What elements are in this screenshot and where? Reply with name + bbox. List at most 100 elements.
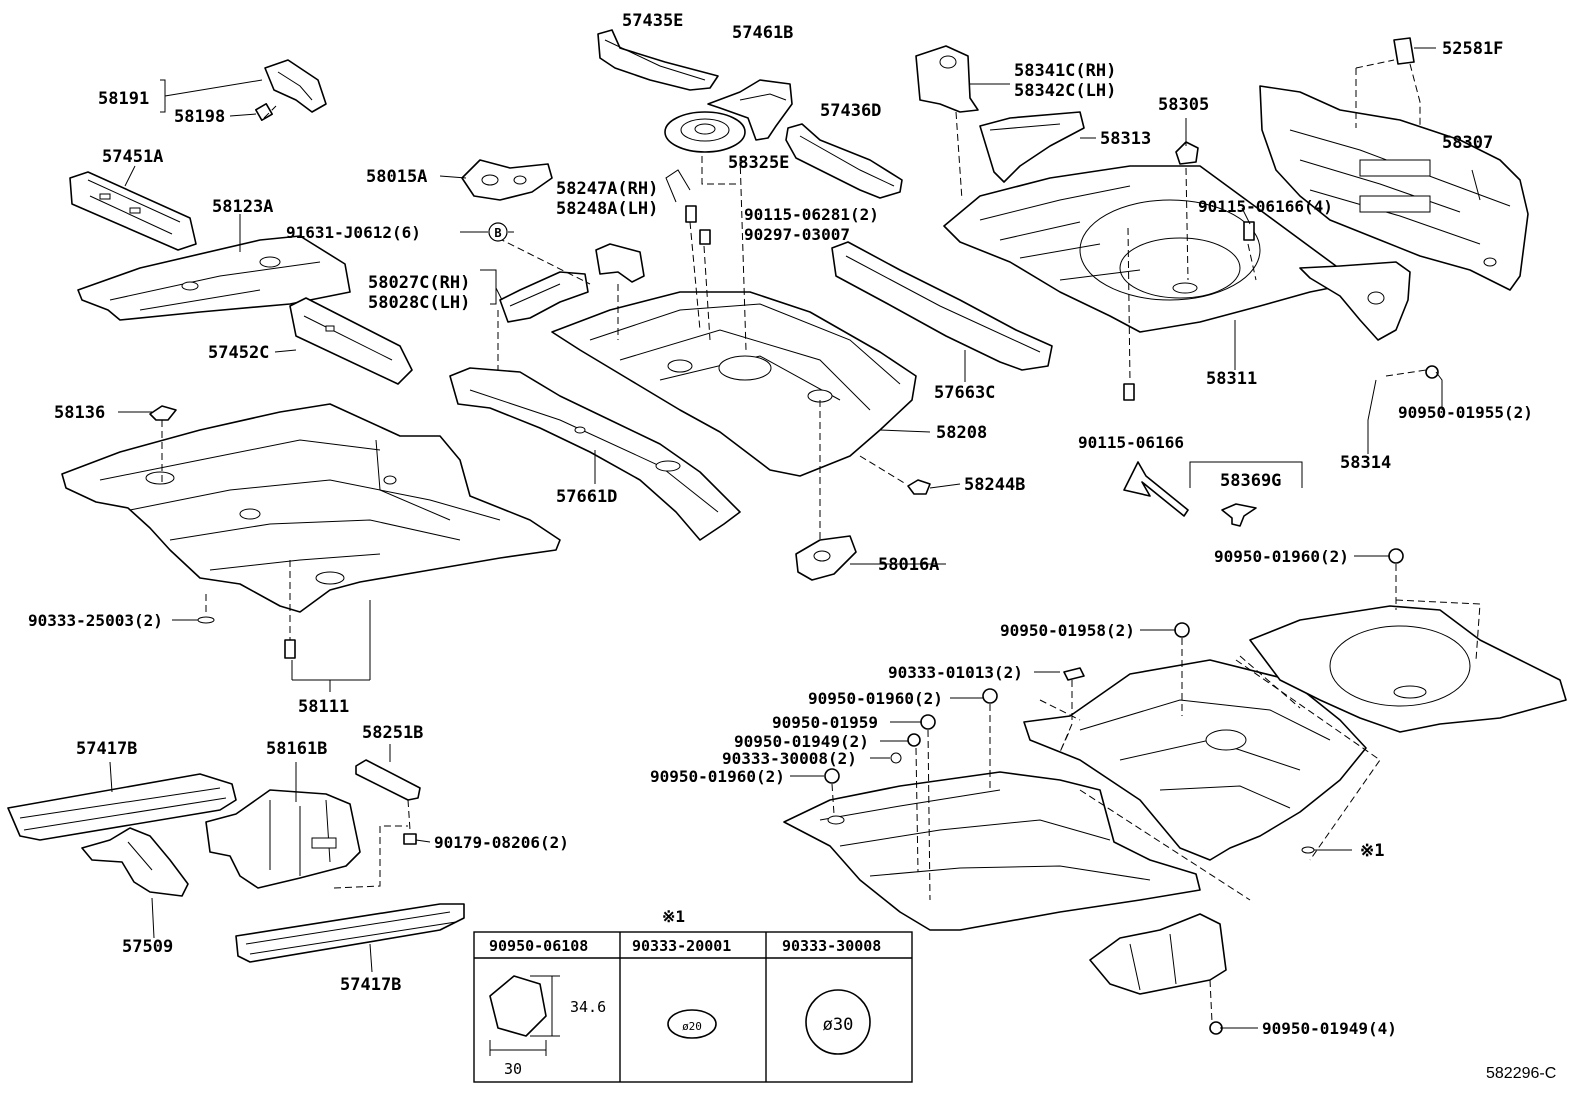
part-58191-shape [264, 59, 327, 113]
part-plug-note1-shape [1301, 846, 1315, 854]
part-58247A-shape [595, 243, 645, 283]
part-57451A-shape [69, 171, 197, 251]
part-lower-right-bracket-shape [1089, 913, 1227, 995]
direction-arrow [1123, 461, 1189, 517]
label-58015A: 58015A [366, 167, 427, 187]
label-57661D: 57661D [556, 487, 617, 507]
part-plug-30008-shape [890, 752, 902, 764]
part-58341C-shape [915, 45, 979, 113]
part-58027C-shape [499, 271, 589, 323]
label-57417B-top: 57417B [76, 739, 137, 759]
label-note1: ※1 [1360, 841, 1384, 861]
part-58313-shape [979, 111, 1085, 183]
part-58325E-shape [664, 111, 746, 153]
part-58123A-shape [77, 235, 351, 321]
spec-col-2: 90333-20001 [632, 937, 731, 955]
label-90333-25003: 90333-25003(2) [28, 611, 163, 630]
part-assembly-front-floor-shape [783, 771, 1201, 931]
marker-b: B [488, 222, 508, 242]
label-58028C: 58028C(LH) [368, 293, 470, 313]
leader-lines [109, 47, 1481, 1029]
label-90333-01013: 90333-01013(2) [888, 663, 1023, 682]
part-57417B-bot-shape [235, 903, 465, 963]
part-52581F-shape [1393, 37, 1415, 65]
spec-table-mark: ※1 [662, 907, 685, 926]
part-90297-shape [699, 229, 711, 245]
label-58123A: 58123A [212, 197, 273, 217]
part-58314-shape [1299, 261, 1411, 341]
label-90950-01949-2: 90950-01949(2) [734, 732, 869, 751]
spec-col-3: 90333-30008 [782, 937, 881, 955]
part-57509-shape [81, 827, 189, 897]
part-58311-shape [943, 165, 1341, 333]
diagram-id: 582296-C [1486, 1065, 1556, 1082]
part-plug-01960-mid-shape [982, 688, 998, 704]
part-plug-01960-top-shape [1388, 548, 1404, 564]
part-plug-01949-shape [907, 733, 921, 747]
label-58136: 58136 [54, 403, 105, 423]
label-58111: 58111 [298, 697, 349, 717]
part-58136-shape [149, 405, 177, 421]
label-58161B: 58161B [266, 739, 327, 759]
spec-col-1: 90950-06108 [489, 937, 588, 955]
part-90115-06281-shape [685, 205, 697, 223]
label-90950-01955: 90950-01955(2) [1398, 403, 1533, 422]
part-90115-06166-shape [1123, 383, 1135, 401]
label-58251B: 58251B [362, 723, 423, 743]
label-90179-08206: 90179-08206(2) [434, 833, 569, 852]
part-assembly-rear-floor-shape [1249, 605, 1567, 733]
label-58311: 58311 [1206, 369, 1257, 389]
label-58244B: 58244B [964, 475, 1025, 495]
part-90179-shape [403, 833, 417, 845]
label-57435E: 57435E [622, 11, 683, 31]
part-58307-shape [1259, 85, 1529, 291]
spec-dia-small: ø20 [682, 1020, 702, 1033]
label-90950-01959: 90950-01959 [772, 713, 878, 732]
part-58198-shape [255, 103, 273, 121]
label-58325E: 58325E [728, 153, 789, 173]
label-57417B-bot: 57417B [340, 975, 401, 995]
spec-dim-width: 30 [504, 1060, 522, 1078]
label-90115-06166: 90115-06166 [1078, 433, 1184, 452]
part-plug-01960-low-shape [824, 768, 840, 784]
part-58305-shape [1175, 141, 1199, 165]
label-58248A: 58248A(LH) [556, 199, 658, 219]
label-58305: 58305 [1158, 95, 1209, 115]
label-57663C: 57663C [934, 383, 995, 403]
label-58198: 58198 [174, 107, 225, 127]
label-90950-01960-mid: 90950-01960(2) [808, 689, 943, 708]
label-91631-J0612: 91631-J0612(6) [286, 223, 421, 242]
part-58015A-shape [461, 159, 553, 201]
part-58208-shape [551, 291, 917, 477]
label-90950-01958: 90950-01958(2) [1000, 621, 1135, 640]
label-57509: 57509 [122, 937, 173, 957]
part-plug-01959-shape [920, 714, 936, 730]
part-57436D-shape [785, 123, 903, 199]
label-57452C: 57452C [208, 343, 269, 363]
label-90297-03007: 90297-03007 [744, 225, 850, 244]
part-labels: 57435E 57461B 58191 58198 57451A 58123A … [28, 11, 1533, 1038]
label-58342C: 58342C(LH) [1014, 81, 1116, 101]
part-57452C-shape [289, 297, 413, 385]
part-57663C-shape [831, 241, 1053, 371]
part-58016A-shape [795, 535, 857, 581]
label-90950-01960-low: 90950-01960(2) [650, 767, 785, 786]
part-58244B-shape [907, 479, 931, 495]
part-57417B-top-shape [7, 773, 237, 841]
part-90333-25003-shape [197, 616, 215, 624]
label-58208: 58208 [936, 423, 987, 443]
spec-dim-height: 34.6 [570, 998, 606, 1016]
label-90333-30008-2: 90333-30008(2) [722, 749, 857, 768]
spec-dia-large: ø30 [823, 1015, 854, 1035]
label-90950-01960-top: 90950-01960(2) [1214, 547, 1349, 566]
label-58027C: 58027C(RH) [368, 273, 470, 293]
label-58341C: 58341C(RH) [1014, 61, 1116, 81]
label-57451A: 57451A [102, 147, 163, 167]
label-58016A: 58016A [878, 555, 939, 575]
part-90950-01955-shape [1425, 365, 1439, 379]
part-bolt-58111-shape [284, 639, 296, 659]
part-plug-01013-shape [1063, 667, 1085, 681]
part-57461B-shape [707, 79, 793, 141]
label-57461B: 57461B [732, 23, 793, 43]
